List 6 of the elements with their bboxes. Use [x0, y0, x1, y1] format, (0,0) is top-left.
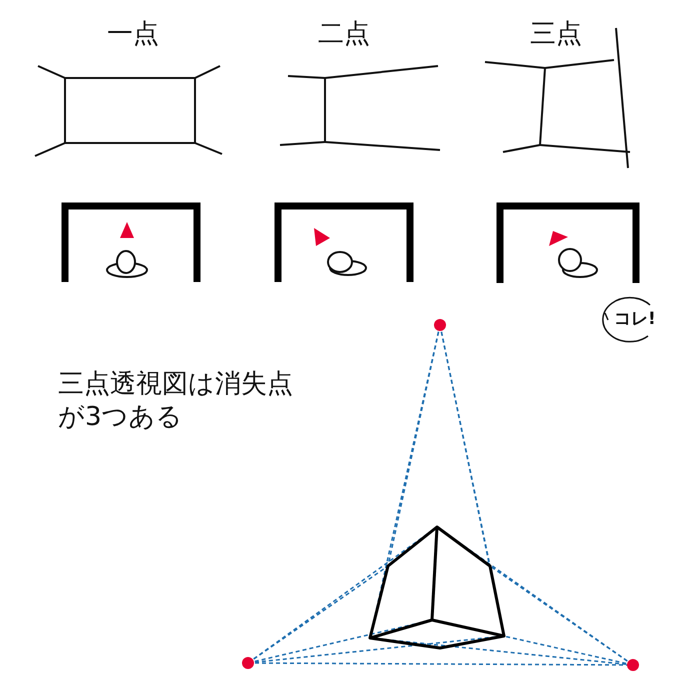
heading: 一点: [107, 18, 159, 50]
speech-bubble: [602, 296, 651, 342]
heading: 三点: [530, 18, 582, 50]
caption-text: 三点透視図は消失点が3つある: [58, 368, 294, 433]
speech-text: コレ!: [614, 309, 656, 330]
heading: 二点: [318, 18, 370, 50]
